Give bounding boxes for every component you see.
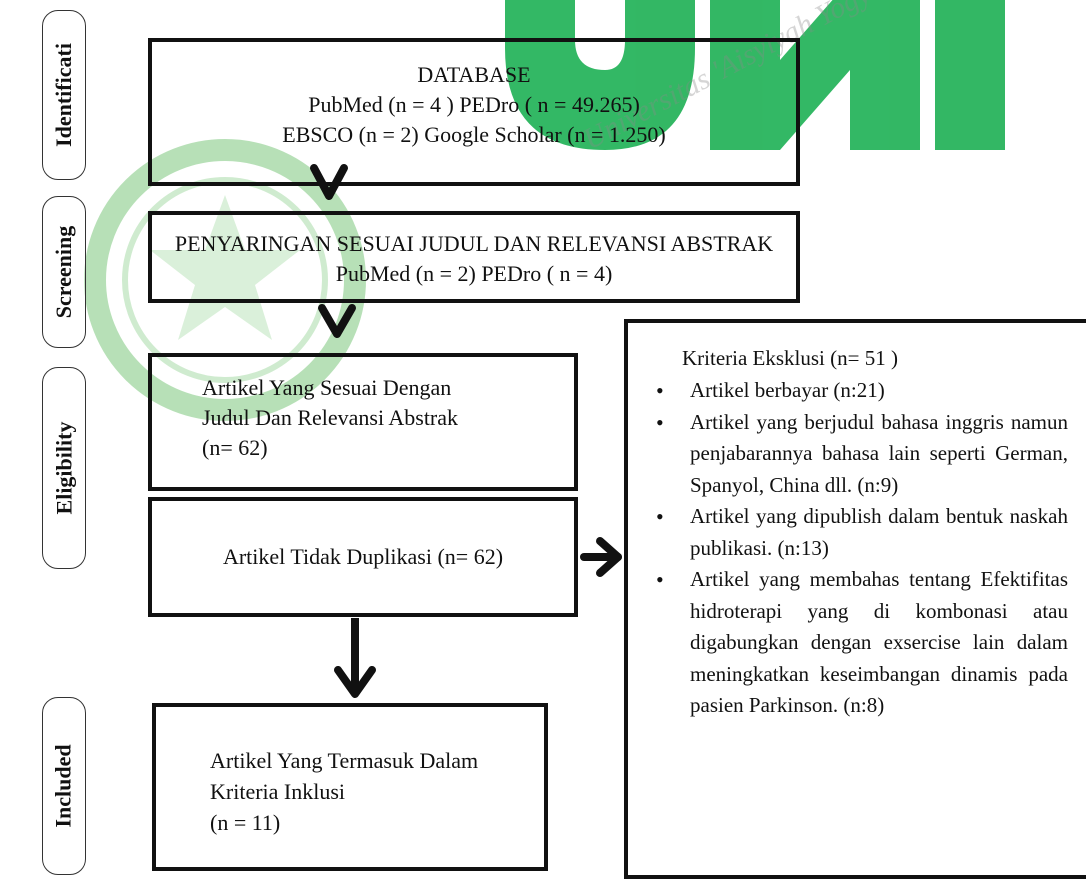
phase-eligibility: Eligibility: [42, 367, 86, 569]
exclusion-title: Kriteria Eksklusi (n= 51 ): [682, 346, 898, 370]
database-box: DATABASE PubMed (n = 4 ) PEDro ( n = 49.…: [148, 38, 800, 186]
eligible-line-2: Judul Dan Relevansi Abstrak: [202, 405, 459, 430]
included-line-3: (n = 11): [210, 810, 281, 835]
included-line-1: Artikel Yang Termasuk Dalam: [210, 748, 479, 773]
no-duplicate-box: Artikel Tidak Duplikasi (n= 62): [148, 497, 578, 617]
exclusion-box: Kriteria Eksklusi (n= 51 ) Artikel berba…: [624, 319, 1086, 879]
phase-screening: Screening: [42, 196, 86, 348]
exclusion-list: Artikel berbayar (n:21) Artikel yang ber…: [648, 375, 1068, 722]
exclusion-item: Artikel yang dipublish dalam bentuk nask…: [648, 501, 1068, 564]
screening-line-1: PubMed (n = 2) PEDro ( n = 4): [335, 261, 613, 286]
eligible-line-1: Artikel Yang Sesuai Dengan: [202, 375, 452, 400]
arrow-down-icon: [310, 164, 348, 200]
database-line-2: EBSCO (n = 2) Google Scholar (n = 1.250): [282, 122, 666, 147]
exclusion-item: Artikel yang berjudul bahasa inggris nam…: [648, 407, 1068, 502]
arrow-right-icon: [580, 537, 622, 577]
no-duplicate-label: Artikel Tidak Duplikasi (n= 62): [222, 544, 504, 569]
screening-box: PENYARINGAN SESUAI JUDUL DAN RELEVANSI A…: [148, 211, 800, 303]
exclusion-item: Artikel yang membahas tentang Efektifita…: [648, 564, 1068, 722]
database-title: DATABASE: [417, 62, 531, 87]
eligible-line-3: (n= 62): [202, 435, 268, 460]
database-line-1: PubMed (n = 4 ) PEDro ( n = 49.265): [308, 92, 640, 117]
arrow-down-icon: [318, 304, 356, 338]
included-line-2: Kriteria Inklusi: [210, 779, 346, 804]
phase-identification: Identificati: [42, 10, 86, 180]
phase-included: Included: [42, 697, 86, 875]
screening-title: PENYARINGAN SESUAI JUDUL DAN RELEVANSI A…: [174, 231, 774, 256]
arrow-down-icon: [334, 618, 376, 698]
eligible-box: Artikel Yang Sesuai Dengan Judul Dan Rel…: [148, 353, 578, 491]
included-box: Artikel Yang Termasuk Dalam Kriteria Ink…: [152, 703, 548, 871]
exclusion-item: Artikel berbayar (n:21): [648, 375, 1068, 407]
